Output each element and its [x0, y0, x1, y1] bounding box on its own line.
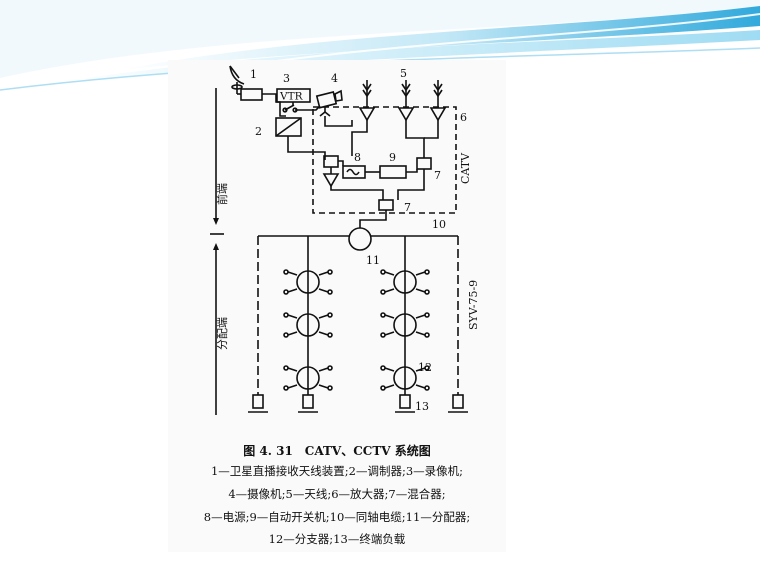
label-7: 7 — [434, 169, 441, 182]
antenna-feed-line — [405, 120, 425, 158]
antenna-feed-line — [424, 120, 439, 139]
label-6: 6 — [460, 111, 467, 124]
catv-cctv-system-diagram: 前端 分配端 1 VTR 3 — [210, 65, 480, 415]
label-13: 13 — [415, 400, 429, 413]
legend-line: 1—卫星直播接收天线装置;2—调制器;3—录像机; — [210, 464, 464, 478]
bracket-arrow-down — [213, 243, 219, 250]
catv-frontend-box — [312, 106, 457, 214]
antenna-icon — [429, 80, 447, 122]
label-9: 9 — [389, 151, 396, 164]
header-swoosh-decoration — [0, 0, 760, 91]
tap-icon — [380, 312, 430, 338]
antenna-feed-line — [351, 120, 368, 156]
power-supply-box — [342, 165, 366, 179]
tap-icon — [283, 269, 333, 295]
bracket-arrow-up — [213, 218, 219, 225]
label-12: 12 — [418, 361, 432, 374]
tap-icon — [380, 365, 430, 391]
label-2: 2 — [255, 125, 262, 138]
tap-icon — [283, 365, 333, 391]
label-front-end: 前端 — [215, 183, 229, 205]
mixer-box — [416, 157, 432, 170]
label-cable-type: SYV-75-9 — [467, 280, 480, 330]
satellite-dish-icon — [229, 65, 245, 94]
internal-link-line — [406, 169, 418, 173]
label-distribution-end: 分配端 — [216, 317, 229, 350]
label-11: 11 — [366, 254, 380, 267]
terminal-load-icon — [298, 394, 318, 413]
amplifier-triangle — [322, 173, 340, 188]
label-1: 1 — [250, 68, 257, 81]
legend-line: 4—摄像机;5—天线;6—放大器;7—混合器; — [228, 487, 446, 501]
camera-to-mixer-line — [324, 116, 353, 127]
coax-trunk-line — [359, 210, 387, 228]
mixer-box — [323, 155, 339, 168]
terminal-load-icon — [395, 394, 415, 413]
antenna-icon — [358, 80, 376, 122]
terminal-load-icon — [448, 394, 468, 413]
tap-icon — [380, 269, 430, 295]
splitter-circle — [348, 227, 372, 251]
receiver-box — [240, 88, 263, 101]
label-7b: 7 — [404, 201, 411, 214]
terminal-load-icon — [248, 394, 268, 413]
label-4: 4 — [331, 72, 338, 85]
label-3: 3 — [283, 72, 290, 85]
modulator-diagonal — [275, 117, 302, 137]
label-vtr: VTR — [279, 91, 304, 103]
camera-icon — [315, 89, 343, 117]
label-catv: CATV — [459, 152, 472, 184]
antenna-icon — [397, 80, 415, 122]
mixer2-to-main-mixer-line — [397, 169, 425, 200]
auto-switch-box — [379, 165, 407, 179]
label-8: 8 — [354, 151, 361, 164]
main-mixer-box — [378, 199, 394, 211]
label-10: 10 — [432, 218, 446, 231]
figure: 前端 分配端 1 VTR 3 — [168, 60, 506, 552]
legend-line: 12—分支器;13—终端负载 — [268, 532, 406, 546]
modulator-to-amp-line — [287, 136, 326, 160]
tap-icon — [283, 312, 333, 338]
figure-caption-title: 图 4. 31 CATV、CCTV 系统图 — [243, 444, 431, 458]
power-supply-wave — [346, 168, 360, 176]
legend-line: 8—电源;9—自动开关机;10—同轴电缆;11—分配器; — [203, 510, 471, 524]
amp-to-main-mixer-line — [330, 186, 384, 200]
internal-link-line — [338, 160, 344, 166]
label-5: 5 — [400, 67, 407, 80]
